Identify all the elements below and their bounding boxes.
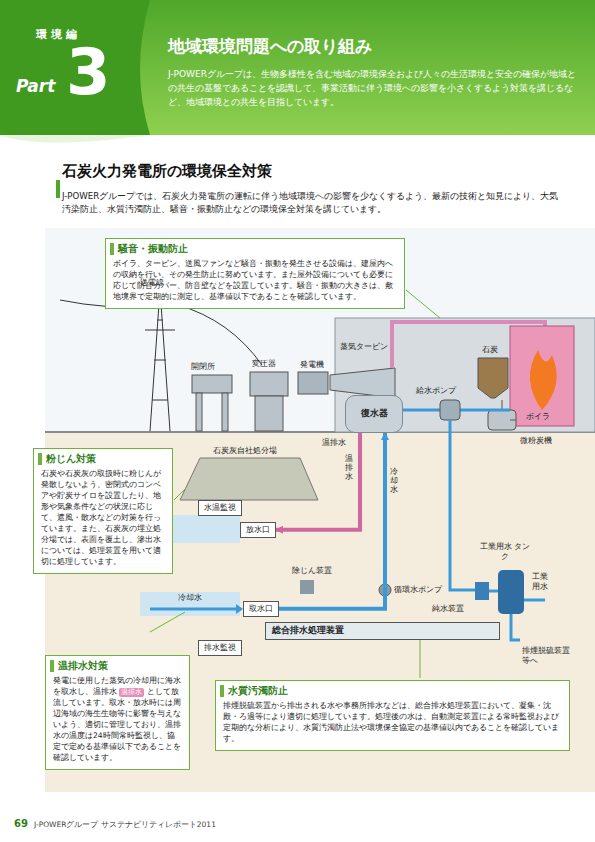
- part-label: 純水装置: [432, 604, 464, 614]
- callout-heading: 水質汚濁防止: [220, 685, 562, 697]
- pipe-connector: [276, 433, 360, 530]
- part-number: 3: [66, 40, 111, 104]
- part-label: 除じん装置: [292, 566, 332, 576]
- pipe-connector: [279, 433, 385, 609]
- section-intro: J-POWERグループでは、石炭火力発電所の運転に伴う地域環境への影響を少なくす…: [62, 190, 567, 217]
- screen: [300, 580, 314, 594]
- node-text: 放水口: [246, 525, 270, 534]
- part-label: 送電線: [140, 278, 164, 288]
- part-label: 循環水ポンプ: [394, 585, 442, 595]
- part-label: 排煙脱硫装置等へ: [522, 646, 574, 665]
- footer-text: J-POWERグループ サステナビリティレポート2011: [34, 820, 216, 829]
- node-text: 水温監視: [204, 503, 236, 512]
- pure-water-unit: [475, 582, 489, 600]
- node-text: 総合排水処理装置: [272, 625, 344, 635]
- pipe-label: 冷却水: [390, 468, 398, 494]
- header-tab: [0, 0, 150, 135]
- callout-box: 温排水対策発電に使用した蒸気の冷却用に海水を取水し、温排水 温排水 として放流し…: [45, 655, 190, 770]
- part-label: 石炭: [482, 345, 498, 355]
- callout-body: 発電に使用した蒸気の冷却用に海水を取水し、温排水 温排水 として放流しています。…: [53, 675, 182, 763]
- leaders: [150, 290, 440, 678]
- pipe-label: 冷却水: [178, 593, 202, 603]
- tank-pipe: [489, 591, 545, 600]
- monitor-box: 排水監視: [198, 640, 242, 656]
- title-bar: [56, 180, 60, 198]
- page-heading: 地域環境問題への取り組み: [168, 36, 372, 56]
- part-label: 蒸気タービン: [340, 342, 388, 352]
- part-label: 石炭灰自社処分場: [212, 446, 278, 456]
- part-label: 発電機: [300, 360, 324, 370]
- part-label: 工業用水 タンク: [478, 542, 532, 561]
- sky: [45, 228, 595, 432]
- header-band: [0, 0, 595, 135]
- pipe-label: 温排水: [322, 438, 346, 448]
- boiler: [510, 326, 574, 426]
- callout-body: 石炭や石炭灰の取扱時に粉じんが発散しないよう、密閉式のコンベアや貯炭サイロを設置…: [41, 468, 165, 567]
- flame: [530, 350, 557, 410]
- pipe-label: 温排水: [345, 455, 353, 481]
- condenser: 復水器: [345, 395, 403, 433]
- intro-text: J-POWERグループは、生物多様性を含む地域の環境保全および人々の生活環境と安…: [168, 68, 583, 110]
- outlet-box: 放水口: [240, 522, 276, 538]
- switchyard: [192, 372, 288, 431]
- node-text: 復水器: [361, 408, 388, 420]
- intake-arrow: [236, 604, 243, 614]
- callout-body: 排煙脱硫装置から排出される水や事務所排水などは、総合排水処理装置において、凝集・…: [223, 700, 562, 744]
- feed-pump: [440, 400, 460, 420]
- callout-heading: 粉じん対策: [38, 453, 165, 465]
- intake-box: 取水口: [243, 601, 279, 617]
- treatment-band: 総合排水処理装置: [265, 622, 500, 640]
- section-title: 石炭火力発電所の環境保全対策: [62, 162, 272, 181]
- part-label: ボイラ: [524, 412, 552, 422]
- body-text: として放流しています。取水・放水時には周辺海域の海生生物等に影響を与えないよう、…: [53, 687, 181, 762]
- callout-box: 粉じん対策石炭や石炭灰の取扱時に粉じんが発散しないよう、密閉式のコンベアや貯炭サ…: [33, 448, 173, 574]
- callout-box: 騒音・振動防止ボイラ、タービン、送風ファンなど騒音・振動を発生させる設備は、建屋…: [105, 238, 405, 309]
- node-text: 取水口: [249, 604, 273, 613]
- body-text: 石炭や石炭灰の取扱時に粉じんが発散しないよう、密閉式のコンベアや貯炭サイロを設置…: [41, 469, 161, 566]
- legend-text: 温排水: [121, 688, 142, 696]
- ash-site: [180, 458, 318, 500]
- body-text: 排煙脱硫装置から排出される水や事務所排水などは、総合排水処理装置において、凝集・…: [223, 701, 559, 743]
- monitor-box: 水温監視: [198, 500, 242, 516]
- desulf-pipe: [511, 614, 520, 640]
- part-label: 工業用水: [532, 572, 552, 591]
- part-label: 微粉炭機: [520, 436, 552, 446]
- coal-hopper: [478, 358, 508, 398]
- part-label: 変圧器: [252, 359, 276, 369]
- part-word: Part: [16, 76, 55, 96]
- tower: [60, 290, 262, 431]
- legend-swatch: 温排水: [119, 688, 144, 697]
- turbine-set: [298, 368, 395, 398]
- callout-heading: 騒音・振動防止: [110, 243, 397, 255]
- intake-channel: [140, 592, 240, 616]
- node-text: 排水監視: [204, 643, 236, 652]
- header-arc: [0, 135, 150, 143]
- callout-box: 水質汚濁防止排煙脱硫装置から排出される水や事務所排水などは、総合排水処理装置にお…: [215, 680, 570, 751]
- intake-flow: [150, 608, 241, 611]
- part-label: 給水ポンプ: [416, 386, 456, 396]
- page-number: 69: [14, 818, 28, 830]
- callout-heading: 温排水対策: [50, 660, 182, 672]
- water-tank: [498, 570, 524, 614]
- pure-water-pipe: [450, 420, 475, 590]
- part-label: 開閉所: [191, 362, 215, 372]
